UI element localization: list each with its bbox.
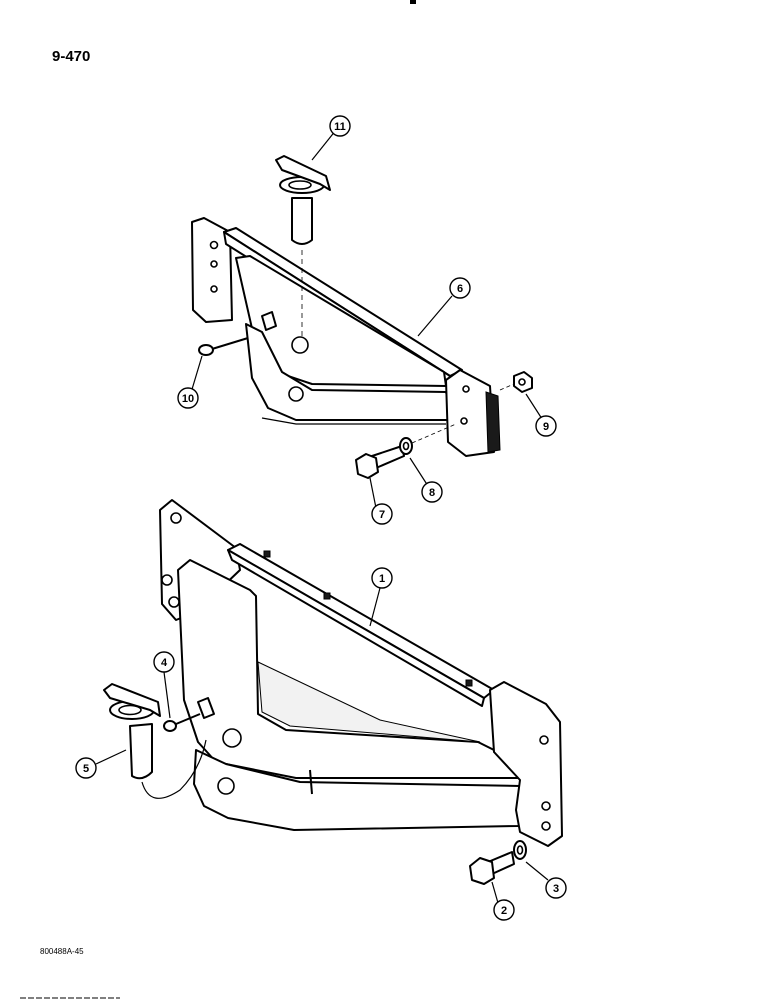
callout-label: 11 bbox=[334, 121, 346, 133]
callout-label: 1 bbox=[379, 573, 385, 585]
callout-label: 7 bbox=[379, 509, 385, 521]
top-edge-mark bbox=[410, 0, 416, 4]
callout-2: 2 bbox=[493, 899, 515, 921]
callout-label: 5 bbox=[83, 763, 89, 775]
upper-snap-ring bbox=[198, 337, 249, 356]
callout-4: 4 bbox=[153, 651, 175, 673]
callout-9: 9 bbox=[535, 415, 557, 437]
upper-bracket bbox=[191, 217, 501, 457]
lower-pin bbox=[103, 683, 207, 799]
page-number: 9-470 bbox=[52, 48, 91, 65]
callout-label: 2 bbox=[501, 905, 507, 917]
callout-3: 3 bbox=[545, 877, 567, 899]
callout-label: 4 bbox=[161, 657, 168, 669]
lower-snap-ring bbox=[163, 713, 201, 732]
upper-nut bbox=[499, 371, 533, 393]
callout-8: 8 bbox=[421, 481, 443, 503]
callout-label: 8 bbox=[429, 487, 435, 499]
callout-1: 1 bbox=[371, 567, 393, 589]
lower-bolt bbox=[469, 840, 527, 885]
drawing-code: 800488A-45 bbox=[40, 947, 84, 956]
upper-pin bbox=[275, 155, 331, 340]
callout-11: 11 bbox=[329, 115, 351, 137]
callout-7: 7 bbox=[371, 503, 393, 525]
callout-10: 10 bbox=[177, 387, 199, 409]
callout-5: 5 bbox=[75, 757, 97, 779]
upper-bolt bbox=[355, 423, 457, 479]
callout-label: 3 bbox=[553, 883, 559, 895]
callout-6: 6 bbox=[449, 277, 471, 299]
callout-label: 10 bbox=[182, 393, 194, 405]
lower-bracket bbox=[159, 499, 563, 847]
callout-label: 9 bbox=[543, 421, 549, 433]
callout-label: 6 bbox=[457, 283, 463, 295]
